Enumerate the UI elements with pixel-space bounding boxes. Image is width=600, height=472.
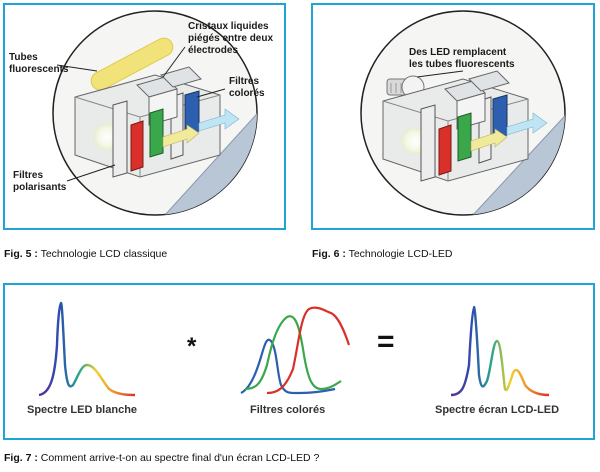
label-filtres-polarisants: Filtres polarisants <box>13 170 66 194</box>
fig7-caption: Fig. 7 : Comment arrive-t-on au spectre … <box>4 452 319 464</box>
label-line: Tubes <box>9 52 38 63</box>
fig6-caption: Fig. 6 : Technologie LCD-LED <box>312 248 452 260</box>
label-filtres-colores: Filtres colorés <box>229 76 265 100</box>
polarizing-filter-1 <box>112 100 128 178</box>
label-cristaux-liquides: Cristaux liquides piégés entre deux élec… <box>188 21 273 57</box>
caption-number: Fig. 6 : <box>312 248 346 260</box>
label-line: polarisants <box>13 182 67 193</box>
label-spectre-ecran: Spectre écran LCD-LED <box>435 404 560 416</box>
color-filter-green <box>149 108 164 158</box>
filter-curve-green <box>244 315 342 391</box>
multiply-operator: * <box>187 333 197 360</box>
color-filter-red <box>130 120 144 172</box>
label-line: les tubes fluorescents <box>409 59 515 70</box>
label-line: piégés entre deux <box>188 33 274 44</box>
fig7-spectra-illustration <box>38 301 550 397</box>
label-line: Cristaux liquides <box>188 21 269 32</box>
label-line: colorés <box>229 88 265 99</box>
fig6-lcd-led-illustration <box>360 10 566 216</box>
caption-text: Comment arrive-t-on au spectre final d'u… <box>37 452 320 464</box>
label-spectre-led-blanche: Spectre LED blanche <box>27 404 138 416</box>
color-filter-green <box>457 112 472 162</box>
label-tubes-fluorescents: Tubes fluorescents <box>9 52 68 76</box>
label-line: électrodes <box>188 45 239 56</box>
fluorescent-tube <box>90 37 174 91</box>
label-line: fluorescents <box>9 64 69 75</box>
fig7-panel: Spectre LED blanche Filtres colorés Spec… <box>3 283 595 440</box>
label-line: Filtres <box>13 170 44 181</box>
filter-curve-blue <box>240 338 336 395</box>
spectrum-ecran-lcd-led <box>450 305 550 397</box>
caption-number: Fig. 7 : <box>4 452 38 464</box>
fig5-lcd-illustration <box>52 10 258 216</box>
caption-text: Technologie LCD classique <box>37 248 168 260</box>
label-line: Des LED remplacent <box>409 47 507 58</box>
spectrum-led-blanche <box>38 301 136 397</box>
label-led-remplacent: Des LED remplacent les tubes fluorescent… <box>409 47 515 71</box>
label-filtres-colores-spectre: Filtres colorés <box>250 404 326 416</box>
fig5-panel: Tubes fluorescents Cristaux liquides pié… <box>3 3 286 230</box>
fig6-panel: Des LED remplacent les tubes fluorescent… <box>311 3 595 230</box>
color-filter-red <box>438 124 452 176</box>
fig5-caption: Fig. 5 : Technologie LCD classique <box>4 248 167 260</box>
equals-operator: = <box>377 325 395 358</box>
caption-number: Fig. 5 : <box>4 248 38 260</box>
filter-curve-red <box>266 306 351 395</box>
polarizing-filter-1 <box>420 104 436 182</box>
caption-text: Technologie LCD-LED <box>345 248 453 260</box>
label-line: Filtres <box>229 76 260 87</box>
